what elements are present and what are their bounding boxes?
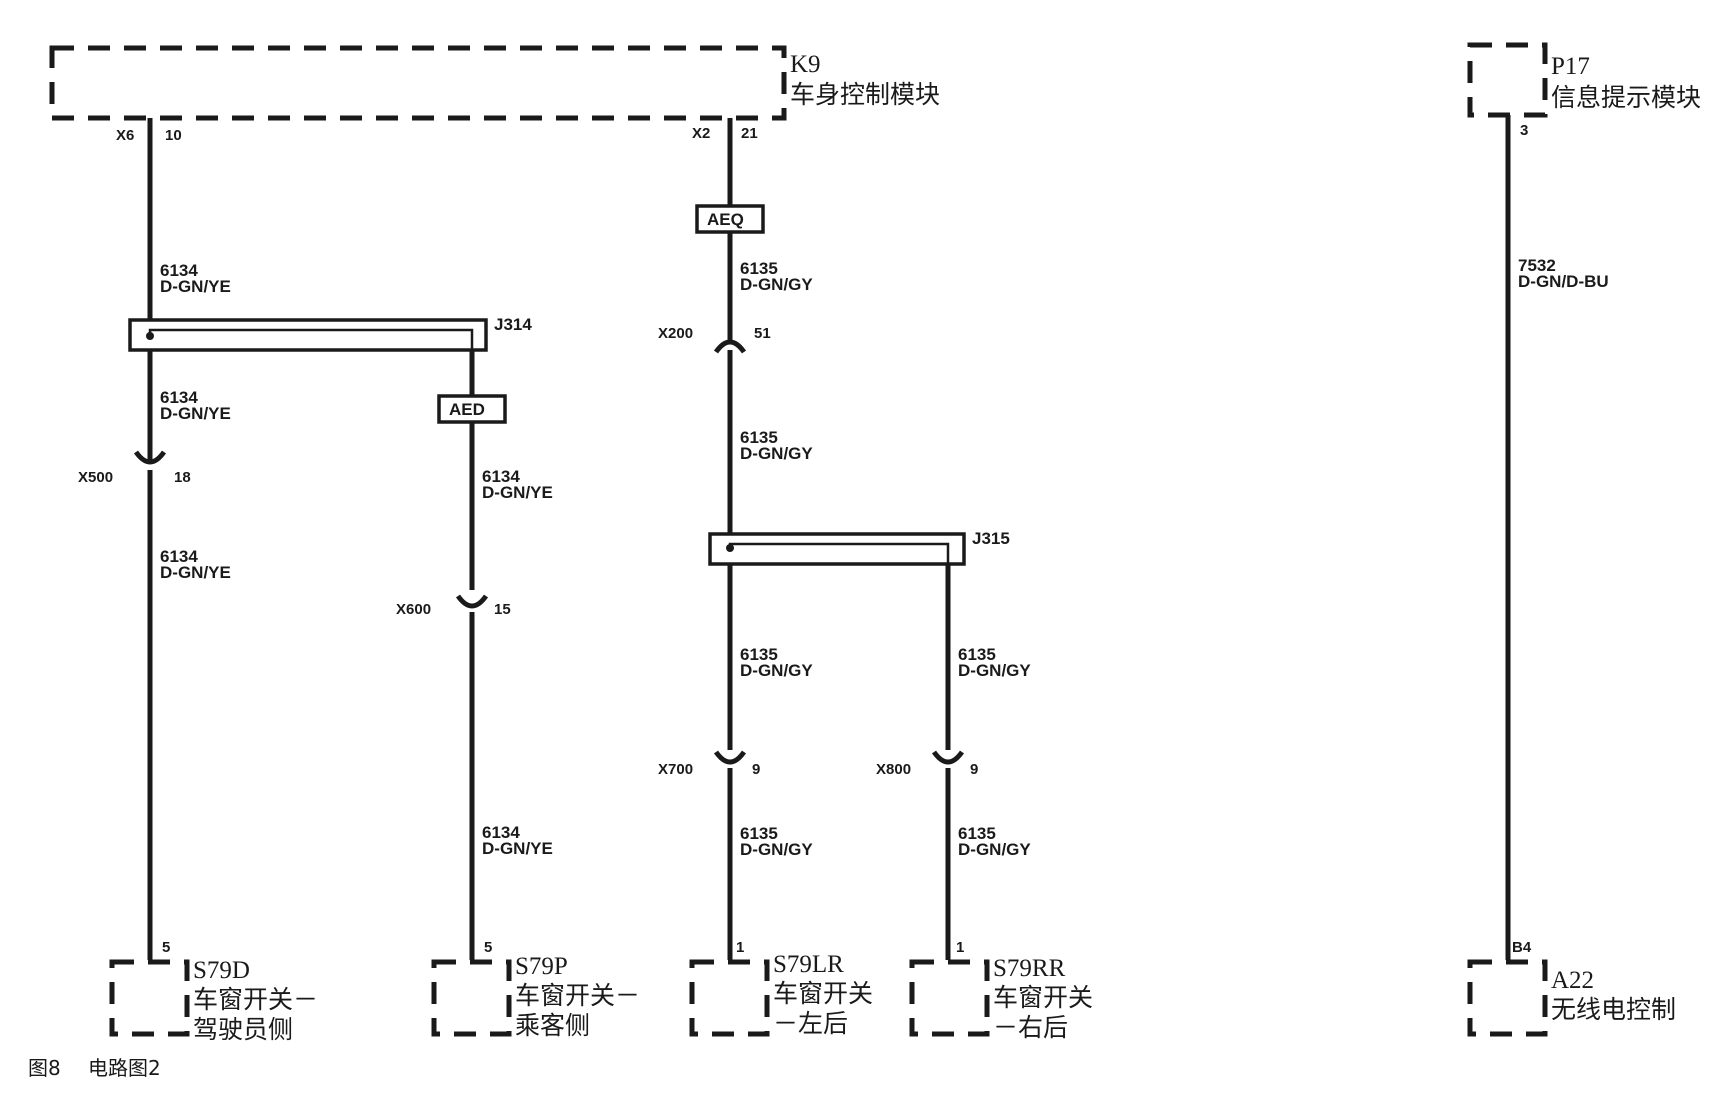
connector-x200-symbol bbox=[713, 339, 747, 354]
option-aeq-box bbox=[695, 204, 765, 234]
wire-circuit-label: 6135 bbox=[740, 259, 778, 278]
wire-circuit-label: 6134 bbox=[160, 547, 198, 566]
splice-j315-label: J315 bbox=[972, 529, 1010, 548]
wire-color-label: D-GN/D-BU bbox=[1518, 272, 1609, 291]
wire-color-label: D-GN/YE bbox=[160, 563, 231, 582]
s79lr-pin: 1 bbox=[736, 939, 744, 956]
wire-circuit-label: 6135 bbox=[740, 428, 778, 447]
wire-color-label: D-GN/YE bbox=[160, 277, 231, 296]
wire-circuit-label: 6134 bbox=[482, 823, 520, 842]
connector-x700-symbol bbox=[713, 750, 747, 765]
s79d-switch-box bbox=[109, 959, 190, 1037]
connector-x500-name: X500 bbox=[78, 469, 113, 486]
s79rr-switch-box bbox=[909, 959, 990, 1037]
wire-color-label: D-GN/GY bbox=[740, 840, 813, 859]
wire-circuit-label: 6134 bbox=[160, 261, 198, 280]
a22-pin: B4 bbox=[1512, 939, 1532, 956]
wire-color-label: D-GN/GY bbox=[740, 661, 813, 680]
wire-circuit-label: 6135 bbox=[958, 824, 996, 843]
figure-number: 图8 bbox=[28, 1056, 61, 1080]
k9-x6-pin: 10 bbox=[165, 127, 182, 144]
s79p-switch-box bbox=[431, 959, 512, 1037]
s79lr-name-line1: 车窗开关 bbox=[773, 980, 873, 1008]
s79p-pin: 5 bbox=[484, 939, 492, 956]
p17-pin: 3 bbox=[1520, 122, 1528, 139]
wire-color-label: D-GN/GY bbox=[958, 661, 1031, 680]
s79d-name-line2: 驾驶员侧 bbox=[193, 1016, 293, 1044]
wire-color-label: D-GN/GY bbox=[958, 840, 1031, 859]
connector-x500-pin: 18 bbox=[174, 469, 191, 486]
k9-module-box bbox=[49, 45, 787, 121]
connector-x600-name: X600 bbox=[396, 601, 431, 618]
splice-j315 bbox=[708, 532, 966, 566]
splice-j314-label: J314 bbox=[494, 315, 532, 334]
figure-title: 电路图2 bbox=[88, 1056, 161, 1080]
k9-name: 车身控制模块 bbox=[790, 81, 940, 109]
a22-name: 无线电控制 bbox=[1551, 996, 1676, 1024]
connector-x800-name: X800 bbox=[876, 761, 911, 778]
s79d-name-line1: 车窗开关－ bbox=[193, 986, 318, 1014]
option-aed-label: AED bbox=[449, 400, 485, 419]
option-aeq-label: AEQ bbox=[707, 210, 744, 229]
k9-x2-connector: X2 bbox=[692, 125, 710, 142]
s79d-code: S79D bbox=[193, 957, 250, 984]
s79lr-name-line2: －左后 bbox=[773, 1010, 848, 1038]
connector-x700-name: X700 bbox=[658, 761, 693, 778]
wire-color-label: D-GN/YE bbox=[482, 839, 553, 858]
wire-circuit-label: 6135 bbox=[958, 645, 996, 664]
connector-x500-symbol bbox=[133, 450, 167, 465]
s79rr-code: S79RR bbox=[993, 955, 1066, 982]
s79rr-name-line2: －右后 bbox=[993, 1014, 1068, 1042]
connector-x700-pin: 9 bbox=[752, 761, 760, 778]
wire-circuit-label: 6134 bbox=[160, 388, 198, 407]
a22-radio-control-box bbox=[1467, 959, 1548, 1037]
connector-x800-pin: 9 bbox=[970, 761, 978, 778]
splice-j314-node bbox=[146, 332, 154, 340]
s79rr-pin: 1 bbox=[956, 939, 964, 956]
p17-module-box bbox=[1467, 42, 1548, 118]
connector-x200-pin: 51 bbox=[754, 325, 771, 342]
s79lr-switch-box bbox=[689, 959, 770, 1037]
k9-x2-pin: 21 bbox=[741, 125, 758, 142]
option-aed-box bbox=[437, 394, 507, 424]
p17-code: P17 bbox=[1551, 53, 1590, 80]
wire-color-label: D-GN/GY bbox=[740, 444, 813, 463]
k9-code: K9 bbox=[790, 51, 821, 78]
wire-circuit-label: 6135 bbox=[740, 645, 778, 664]
s79lr-code: S79LR bbox=[773, 951, 844, 978]
s79p-name-line1: 车窗开关－ bbox=[515, 982, 640, 1010]
splice-j314 bbox=[128, 318, 488, 352]
k9-x6-connector: X6 bbox=[116, 127, 134, 144]
splice-j315-node bbox=[726, 544, 734, 552]
connector-x800-symbol bbox=[931, 750, 965, 765]
connector-x600-symbol bbox=[455, 594, 489, 609]
wire-circuit-label: 6135 bbox=[740, 824, 778, 843]
s79p-name-line2: 乘客侧 bbox=[515, 1012, 590, 1040]
a22-code: A22 bbox=[1551, 967, 1594, 994]
p17-name: 信息提示模块 bbox=[1551, 84, 1701, 112]
wire-color-label: D-GN/YE bbox=[160, 404, 231, 423]
s79d-pin: 5 bbox=[162, 939, 170, 956]
wire-color-label: D-GN/YE bbox=[482, 483, 553, 502]
wire-color-label: D-GN/GY bbox=[740, 275, 813, 294]
wire-circuit-label: 7532 bbox=[1518, 256, 1556, 275]
connector-x200-name: X200 bbox=[658, 325, 693, 342]
wire-circuit-label: 6134 bbox=[482, 467, 520, 486]
s79rr-name-line1: 车窗开关 bbox=[993, 984, 1093, 1012]
s79p-code: S79P bbox=[515, 953, 568, 980]
connector-x600-pin: 15 bbox=[494, 601, 511, 618]
